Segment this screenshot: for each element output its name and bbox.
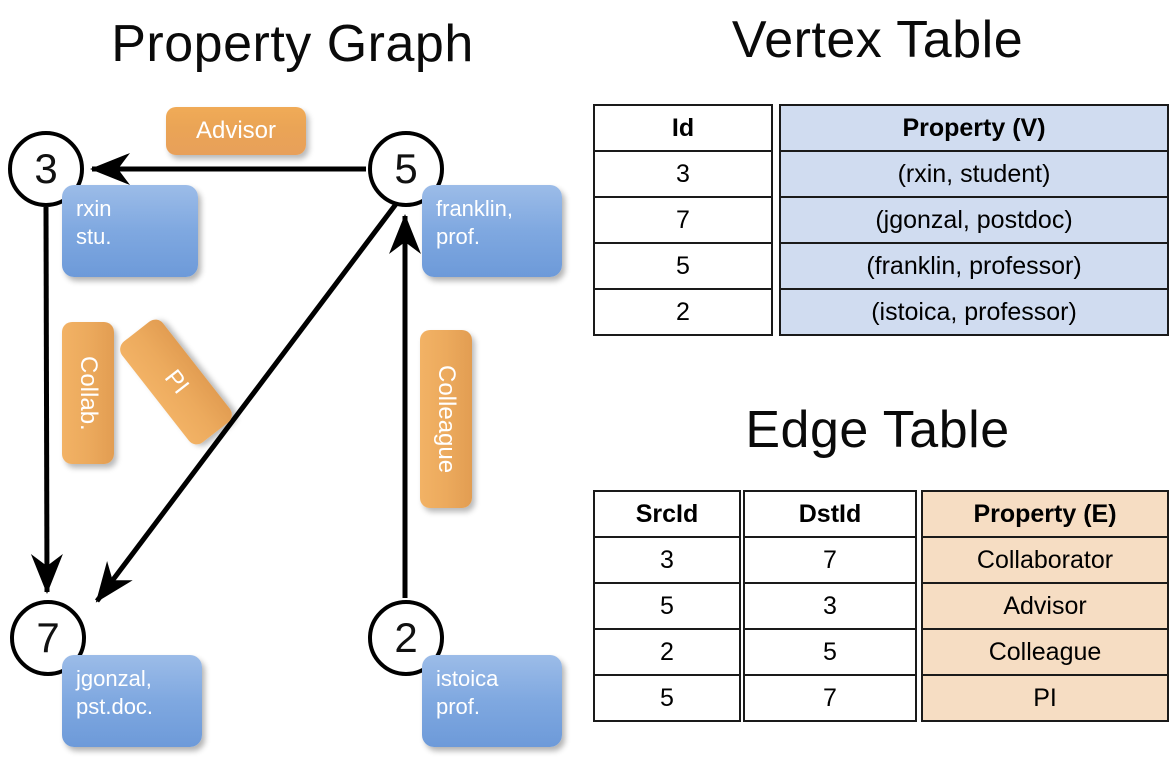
page-title-property-graph: Property Graph	[111, 15, 474, 73]
cell-dstid: 3	[743, 582, 917, 630]
table-header-row: DstId	[743, 490, 917, 538]
vertex-property-box-istoica: istoica prof.	[422, 655, 562, 747]
column-header-property-v: Property (V)	[779, 104, 1169, 152]
table-row: 3	[593, 150, 773, 198]
edge-label-text: Colleague	[433, 364, 460, 474]
edge-line-pi	[95, 202, 398, 603]
cell-property: Advisor	[921, 582, 1169, 630]
column-header-property-e: Property (E)	[921, 490, 1169, 538]
vertex-property-line-2: pst.doc.	[76, 693, 154, 719]
column-header-srcid: SrcId	[593, 490, 741, 538]
cell-id: 2	[593, 288, 773, 336]
vertex-property-box-franklin: franklin, prof.	[422, 185, 562, 277]
table-row: 7	[593, 196, 773, 244]
cell-property: (franklin, professor)	[779, 242, 1169, 290]
graph-edges-svg	[30, 153, 421, 603]
table-row: 7	[743, 674, 917, 722]
vertex-table-id-column: Id 3 7 5 2	[593, 104, 773, 336]
vertex-property-line-1: rxin	[76, 196, 112, 221]
table-row: Colleague	[921, 628, 1169, 676]
vertex-property-line-2: prof.	[436, 693, 481, 719]
cell-dstid: 7	[743, 536, 917, 584]
table-row: (franklin, professor)	[779, 242, 1169, 290]
table-row: 5	[593, 582, 741, 630]
table-row: 2	[593, 628, 741, 676]
table-header-row: SrcId	[593, 490, 741, 538]
table-row: Collaborator	[921, 536, 1169, 584]
table-row: 5	[593, 674, 741, 722]
vertex-table-property-column: Property (V) (rxin, student) (jgonzal, p…	[779, 104, 1169, 336]
cell-property: (istoica, professor)	[779, 288, 1169, 336]
edge-table-dstid-column: DstId 7 3 5 7	[743, 490, 917, 722]
property-graph-diagram: 3 5 7 2 rxin stu. franklin, prof. jgonza…	[8, 107, 562, 747]
edge-table-srcid-column: SrcId 3 5 2 5	[593, 490, 741, 722]
page-title-vertex-table: Vertex Table	[731, 11, 1024, 69]
edge-label-text: PI	[158, 364, 195, 399]
column-header-dstid: DstId	[743, 490, 917, 538]
vertex-property-line-1: franklin,	[436, 196, 514, 221]
table-row: 3	[593, 536, 741, 584]
table-header-row: Property (V)	[779, 104, 1169, 152]
table-row: 7	[743, 536, 917, 584]
table-row: 5	[593, 242, 773, 290]
vertex-property-line-2: prof.	[436, 223, 481, 249]
vertex-property-box-rxin: rxin stu.	[62, 185, 198, 277]
cell-property: (rxin, student)	[779, 150, 1169, 198]
edge-label-collab: Collab.	[62, 322, 114, 464]
vertex-property-box-jgonzal: jgonzal, pst.doc.	[62, 655, 202, 747]
vertex-property-line-2: stu.	[76, 223, 112, 249]
edge-table-property-column: Property (E) Collaborator Advisor Collea…	[921, 490, 1169, 722]
table-row: Advisor	[921, 582, 1169, 630]
vertex-property-line-1: istoica	[436, 666, 499, 691]
cell-id: 7	[593, 196, 773, 244]
cell-property: Collaborator	[921, 536, 1169, 584]
edge-label-text: Advisor	[195, 117, 277, 144]
table-header-row: Id	[593, 104, 773, 152]
table-row: 5	[743, 628, 917, 676]
cell-dstid: 7	[743, 674, 917, 722]
cell-id: 5	[593, 242, 773, 290]
table-row: (jgonzal, postdoc)	[779, 196, 1169, 244]
edge-line-collab	[30, 206, 63, 594]
page-title-edge-table: Edge Table	[745, 401, 1010, 459]
cell-srcid: 2	[593, 628, 741, 676]
cell-srcid: 5	[593, 674, 741, 722]
vertex-property-line-1: jgonzal,	[76, 666, 152, 691]
graph-vertex-2[interactable]: 2	[368, 600, 444, 676]
table-row: 2	[593, 288, 773, 336]
cell-dstid: 5	[743, 628, 917, 676]
cell-srcid: 5	[593, 582, 741, 630]
table-row: (istoica, professor)	[779, 288, 1169, 336]
table-row: PI	[921, 674, 1169, 722]
edge-label-advisor: Advisor	[166, 107, 306, 155]
table-row: 3	[743, 582, 917, 630]
graph-vertex-5[interactable]: 5	[368, 131, 444, 207]
cell-property: PI	[921, 674, 1169, 722]
table-row: (rxin, student)	[779, 150, 1169, 198]
cell-property: Colleague	[921, 628, 1169, 676]
column-header-id: Id	[593, 104, 773, 152]
cell-property: (jgonzal, postdoc)	[779, 196, 1169, 244]
table-header-row: Property (E)	[921, 490, 1169, 538]
edge-label-text: Collab.	[75, 355, 102, 431]
cell-srcid: 3	[593, 536, 741, 584]
cell-id: 3	[593, 150, 773, 198]
edge-label-colleague: Colleague	[420, 330, 472, 508]
